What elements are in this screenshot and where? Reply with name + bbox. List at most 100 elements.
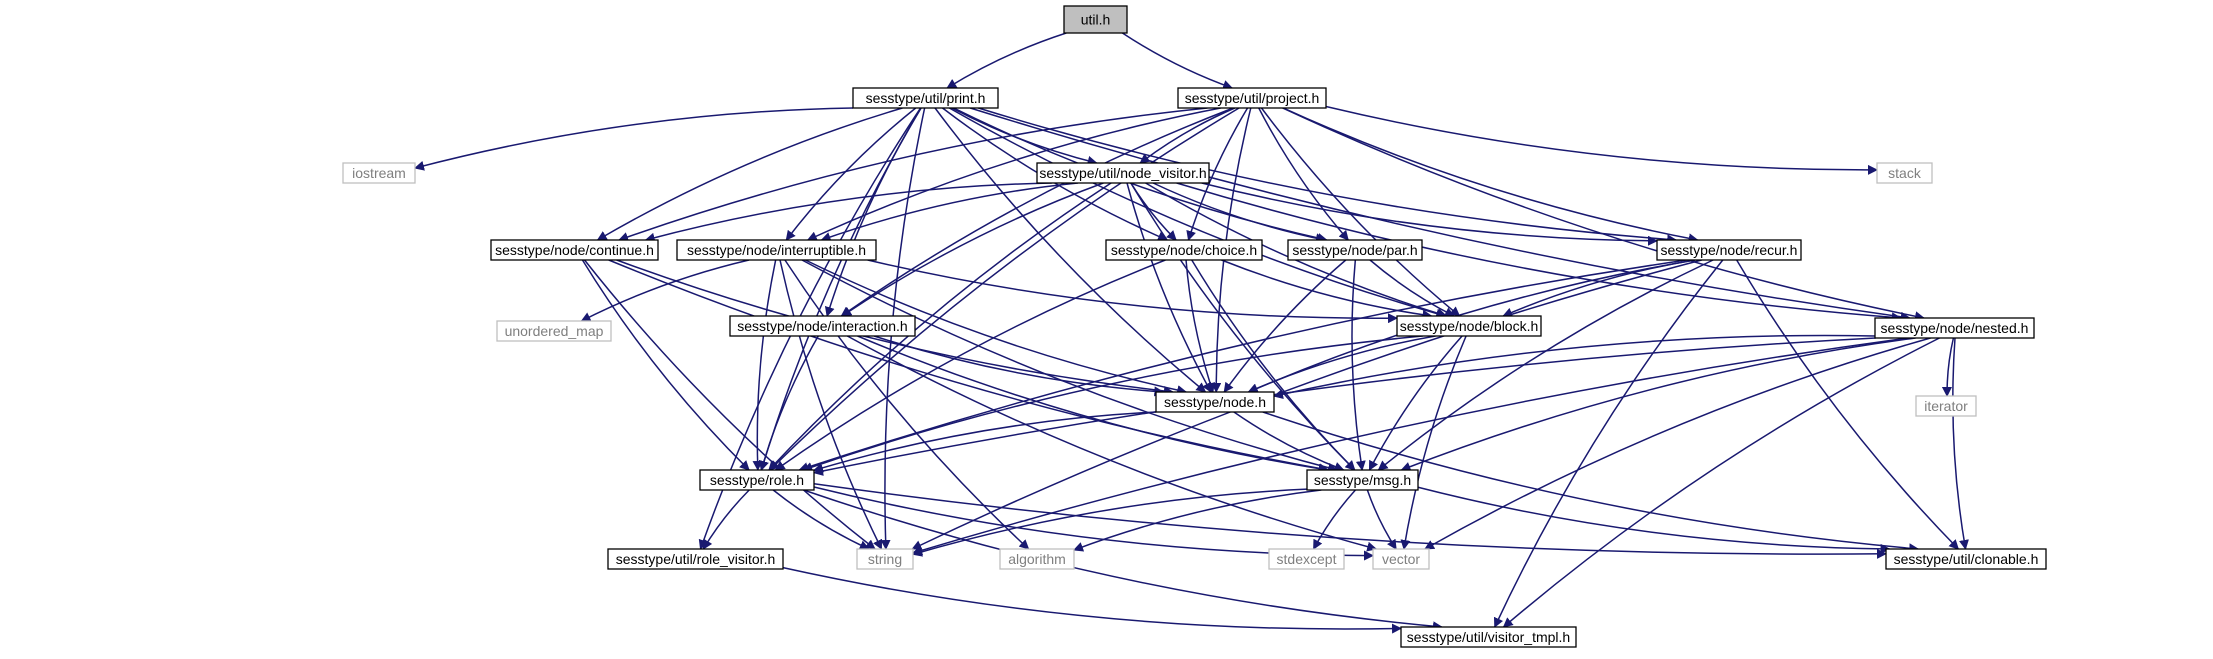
include-edge (779, 259, 883, 550)
node-block-h[interactable]: sesstype/node/block.h (1396, 315, 1542, 337)
edge-interruptible-h-to-block-h (867, 259, 1398, 324)
node-box (1396, 315, 1542, 337)
node-visitor-tmpl-h[interactable]: sesstype/util/visitor_tmpl.h (1400, 626, 1577, 648)
include-edge (813, 337, 1876, 476)
node-nested-h[interactable]: sesstype/node/nested.h (1874, 317, 2035, 339)
include-edge (1377, 259, 1714, 471)
node-project-h[interactable]: sesstype/util/project.h (1177, 87, 1327, 109)
include-edge (1233, 411, 1345, 472)
edge-print-h-to-iostream (414, 107, 854, 171)
include-edge (1312, 489, 1356, 550)
edge-role-h-to-visitor-tmpl-h (803, 489, 1443, 632)
node-role-visitor-h[interactable]: sesstype/util/role_visitor.h (607, 548, 784, 570)
edge-node-visitor-h-to-interruptible-h (820, 182, 1079, 242)
include-edge (820, 182, 1079, 242)
include-edge (769, 107, 1240, 471)
edge-recur-h-to-msg-h (1377, 259, 1714, 471)
edge-msg-h-to-string (912, 488, 1308, 557)
include-edge (1262, 411, 1920, 554)
include-edge (702, 489, 750, 550)
include-edge (1282, 107, 1925, 322)
node-label: vector (1382, 551, 1420, 567)
node-box (1287, 239, 1423, 261)
edge-msg-h-to-clonable-h (1417, 486, 1891, 554)
node-role-h[interactable]: sesstype/role.h (699, 469, 815, 491)
node-box (729, 315, 916, 337)
include-edge (912, 337, 1909, 556)
edge-node-h-to-role-h (813, 411, 1157, 473)
node-par-h[interactable]: sesstype/node/par.h (1287, 239, 1423, 261)
node-label: sesstype/node/recur.h (1661, 242, 1798, 258)
node-label: string (868, 551, 902, 567)
edge-block-h-to-role-h (802, 335, 1423, 472)
node-label: sesstype/role.h (710, 472, 804, 488)
node-print-h[interactable]: sesstype/util/print.h (852, 87, 999, 109)
include-edge (752, 259, 777, 471)
node-box (1372, 548, 1430, 570)
node-msg-h[interactable]: sesstype/msg.h (1306, 469, 1419, 491)
edge-print-h-to-node-h (934, 107, 1207, 393)
node-box (490, 239, 659, 261)
node-box (1400, 626, 1577, 648)
node-string: string (856, 548, 914, 570)
include-edge (813, 411, 1157, 473)
node-vector: vector (1372, 548, 1430, 570)
edge-print-h-to-recur-h (978, 107, 1678, 245)
include-edge (581, 259, 750, 471)
edge-interruptible-h-to-unordered-map (580, 259, 750, 322)
include-edge (596, 107, 903, 241)
edge-layer (414, 32, 1969, 634)
edge-interaction-h-to-node-h (873, 335, 1165, 397)
edge-recur-h-to-role-h (798, 259, 1687, 472)
node-interruptible-h[interactable]: sesstype/node/interruptible.h (676, 239, 877, 261)
node-label: sesstype/util/print.h (866, 90, 986, 106)
node-node-visitor-h[interactable]: sesstype/util/node_visitor.h (1036, 162, 1210, 184)
include-edge (934, 107, 1207, 393)
edge-node-h-to-clonable-h (1262, 411, 1920, 554)
node-util-h[interactable]: util.h (1063, 5, 1128, 34)
node-continue-h[interactable]: sesstype/node/continue.h (490, 239, 659, 261)
node-recur-h[interactable]: sesstype/node/recur.h (1656, 239, 1802, 261)
node-box (1155, 391, 1275, 413)
edge-project-h-to-par-h (1258, 107, 1349, 241)
edge-par-h-to-node-h (1223, 259, 1347, 393)
include-edge (1191, 259, 1356, 471)
include-edge (784, 259, 1030, 550)
edge-node-visitor-h-to-continue-h (644, 182, 1052, 243)
node-interaction-h[interactable]: sesstype/node/interaction.h (729, 315, 916, 337)
edge-msg-h-to-vector (1366, 489, 1397, 550)
include-edge (758, 335, 819, 471)
edge-nested-h-to-vector (1424, 337, 1931, 550)
edge-print-h-to-role-h (759, 107, 922, 471)
node-box (607, 548, 784, 570)
node-box (1177, 87, 1327, 109)
include-edge (978, 107, 1678, 245)
node-box (856, 548, 914, 570)
include-edge (1400, 335, 1467, 550)
node-choice-h[interactable]: sesstype/node/choice.h (1105, 239, 1263, 261)
node-node-h[interactable]: sesstype/node.h (1155, 391, 1275, 413)
include-edge (946, 32, 1067, 89)
edge-interruptible-h-to-string (779, 259, 883, 550)
node-clonable-h[interactable]: sesstype/util/clonable.h (1885, 548, 2047, 570)
edge-util-h-to-project-h (1121, 32, 1234, 90)
node-label: sesstype/node/interruptible.h (687, 242, 866, 258)
node-box (496, 320, 612, 342)
edge-recur-h-to-block-h (1502, 259, 1695, 318)
edge-interruptible-h-to-msg-h (801, 259, 1338, 473)
include-edge (1502, 259, 1695, 318)
edge-print-h-to-interruptible-h (785, 107, 917, 241)
include-edge (1221, 259, 1433, 320)
edge-role-h-to-clonable-h (813, 482, 1887, 559)
edge-par-h-to-msg-h (1351, 259, 1366, 471)
node-label: sesstype/node/continue.h (495, 242, 654, 258)
include-edge (1283, 107, 1699, 244)
edge-nested-h-to-node-h (1273, 334, 1876, 400)
node-box (676, 239, 877, 261)
edge-print-h-to-block-h (948, 107, 1447, 319)
include-edge (1073, 489, 1322, 552)
edge-choice-h-to-block-h (1221, 259, 1433, 320)
node-label: sesstype/msg.h (1314, 472, 1411, 488)
include-edge (803, 489, 1443, 632)
